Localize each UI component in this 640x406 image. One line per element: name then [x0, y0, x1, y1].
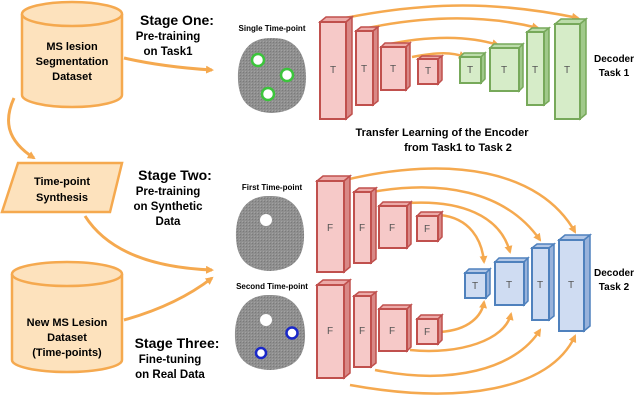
stage-one-text: Stage One: Pre-training on Task1: [136, 12, 214, 58]
svg-text:F: F: [389, 223, 395, 234]
transfer-title-1: Transfer Learning of the Encoder: [356, 127, 530, 139]
svg-text:F: F: [327, 326, 333, 337]
stage-one-line2: on Task1: [144, 46, 194, 58]
single-tp-label: Single Time-point: [239, 24, 306, 33]
arrow-dataset-to-synthesis: [7, 97, 36, 160]
first-time-point-brain: First Time-point: [235, 183, 305, 271]
stage-two-text: Stage Two: Pre-training on Synthetic Dat…: [133, 167, 211, 228]
stage-one-line1: Pre-training: [136, 31, 201, 43]
new-ds-label-3: (Time-points): [32, 347, 102, 359]
new-ds-label-2: Dataset: [47, 332, 87, 344]
synthesis-label-1: Time-point: [34, 176, 90, 188]
t-block-4: T: [415, 54, 445, 86]
skip-arrow-tp1-2: [371, 186, 542, 242]
svg-text:F: F: [359, 223, 365, 234]
single-time-point-brain: Single Time-point: [237, 24, 307, 113]
stage-two-line2: on Synthetic: [133, 201, 203, 213]
f-block-tp2-3: F: [377, 303, 413, 353]
svg-text:T: T: [390, 64, 396, 75]
first-tp-label: First Time-point: [242, 183, 303, 192]
new-ds-label-1: New MS Lesion: [27, 317, 108, 329]
decoder-task2-label-1: Decoder: [594, 268, 634, 279]
ms-seg-label-2: Segmentation: [36, 56, 109, 68]
f-block-tp1-3: F: [377, 200, 413, 250]
stage-two-line1: Pre-training: [136, 186, 201, 198]
decoder-task2-label-2: Task 2: [599, 282, 630, 293]
svg-text:T: T: [564, 65, 570, 76]
arrow-stage-two: [83, 215, 214, 274]
t-block-1: T: [317, 15, 355, 121]
skip-arrow-1: [334, 4, 580, 22]
svg-text:F: F: [359, 326, 365, 337]
t-block-5: T: [458, 51, 487, 85]
transfer-title-2: from Task1 to Task 2: [404, 142, 512, 154]
second-time-point-brain: Second Time-point: [234, 282, 308, 370]
t-block-7: T: [524, 26, 552, 107]
task1-network: T T T T T: [317, 4, 634, 121]
skip-arrow-tp2-4: [439, 300, 488, 334]
stage-three-line2: on Real Data: [135, 369, 205, 381]
f-block-tp1-4: F: [415, 210, 444, 243]
new-ms-lesion-dataset: New MS Lesion Dataset (Time-points): [10, 260, 124, 374]
time-point-synthesis: Time-point Synthesis: [0, 161, 124, 214]
arrow-stage-three: [123, 276, 214, 322]
f-block-tp2-4: F: [415, 313, 444, 346]
svg-text:T: T: [568, 280, 574, 291]
task2-network: F F F F F: [314, 167, 634, 395]
svg-text:T: T: [537, 280, 543, 291]
skip-arrow-tp1-1: [344, 167, 577, 234]
stage-three-text: Stage Three: Fine-tuning on Real Data: [135, 335, 220, 381]
skip-arrow-tp1-4: [439, 213, 488, 264]
svg-text:T: T: [506, 280, 512, 291]
stage-three-title: Stage Three:: [135, 335, 220, 351]
t-block-dec2-3: T: [529, 242, 557, 322]
skip-arrow-tp2-3: [409, 312, 514, 353]
svg-text:T: T: [330, 65, 336, 76]
svg-text:T: T: [532, 65, 538, 76]
ms-lesion-segmentation-dataset: MS lesion Segmentation Dataset: [20, 0, 124, 109]
t-block-dec2-4: T: [556, 233, 593, 333]
decoder-task1-label-2: Task 1: [599, 68, 630, 79]
f-block-tp1-1: F: [314, 174, 353, 274]
svg-text:T: T: [501, 65, 507, 76]
stage-three-line1: Fine-tuning: [139, 354, 202, 366]
ms-seg-label-3: Dataset: [52, 71, 92, 83]
ms-seg-label-1: MS lesion: [46, 41, 98, 53]
f-block-tp2-1: F: [314, 278, 353, 380]
t-block-dec2-1: T: [463, 267, 492, 300]
svg-text:F: F: [327, 223, 333, 234]
skip-arrow-2: [357, 17, 540, 32]
arrow-stage-one: [123, 56, 214, 74]
t-block-2: T: [353, 25, 381, 107]
stage-one-title: Stage One:: [140, 12, 214, 28]
svg-text:F: F: [389, 326, 395, 337]
skip-arrow-tp2-1: [349, 334, 577, 395]
decoder-task1-label-1: Decoder: [594, 54, 634, 65]
svg-text:T: T: [472, 281, 478, 292]
skip-arrow-tp2-2: [374, 328, 542, 377]
t-block-3: T: [379, 41, 412, 92]
svg-text:T: T: [425, 66, 431, 77]
svg-text:T: T: [361, 64, 367, 75]
skip-arrow-tp1-3: [407, 201, 513, 254]
stage-two-title: Stage Two:: [138, 167, 212, 183]
svg-text:F: F: [424, 327, 430, 338]
skip-arrow-3: [384, 36, 500, 47]
svg-text:T: T: [467, 65, 473, 76]
svg-text:F: F: [424, 224, 430, 235]
t-block-6: T: [488, 42, 525, 93]
t-block-8: T: [552, 17, 589, 121]
stage-two-line3: Data: [156, 216, 182, 228]
synthesis-label-2: Synthesis: [36, 192, 88, 204]
second-tp-label: Second Time-point: [236, 282, 308, 291]
t-block-dec2-2: T: [493, 256, 530, 307]
f-block-tp1-2: F: [351, 186, 379, 265]
f-block-tp2-2: F: [351, 290, 379, 369]
